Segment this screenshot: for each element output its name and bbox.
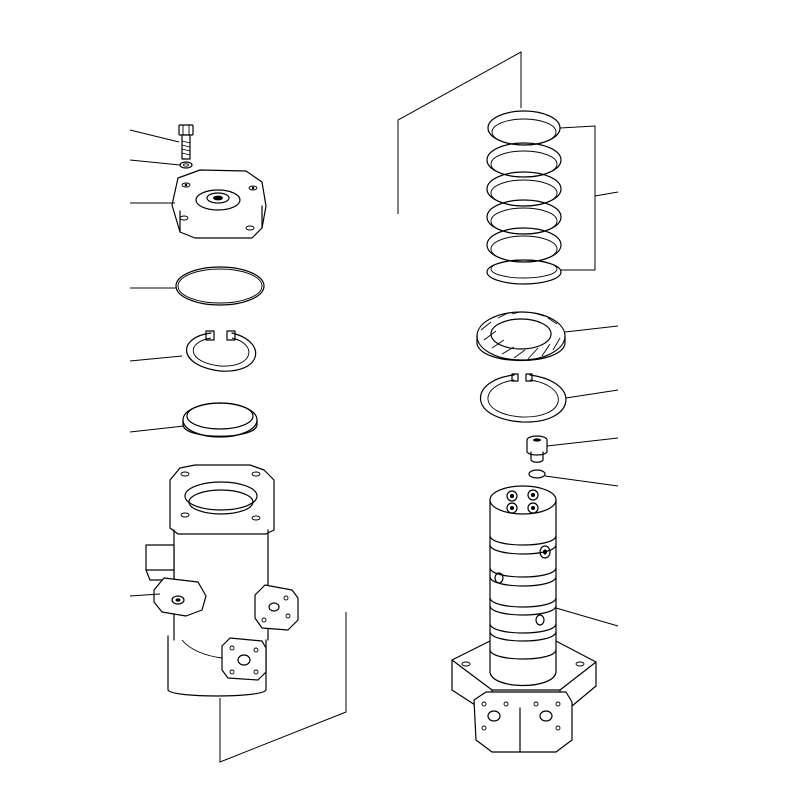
- assembly-bracket-top: [397, 51, 522, 214]
- assembly-bracket-bottom: [219, 612, 347, 763]
- seal-ring-3: [486, 171, 562, 207]
- snap-ring-part: [186, 330, 257, 372]
- rotor-shaft-part: [451, 485, 597, 753]
- seal-ring-4: [486, 199, 562, 235]
- seal-ring-6: [486, 259, 562, 285]
- seal-ring-5: [486, 227, 562, 263]
- plug-part: [526, 435, 548, 463]
- cover-part: [171, 169, 267, 239]
- seal-ring-1: [487, 110, 561, 146]
- seal-part: [182, 402, 258, 438]
- small-o-ring-part: [528, 469, 546, 479]
- bearing-part: [476, 311, 566, 362]
- bolt-part: [178, 124, 194, 160]
- snap-ring-right-part: [479, 373, 567, 423]
- seal-ring-set-part: [486, 110, 562, 285]
- swivel-body-part: [145, 464, 299, 697]
- right-leader-lines: [544, 125, 619, 627]
- seal-ring-2: [486, 142, 562, 178]
- left-leader-lines: [129, 129, 185, 597]
- washer-part: [179, 161, 193, 169]
- o-ring-part: [175, 266, 265, 306]
